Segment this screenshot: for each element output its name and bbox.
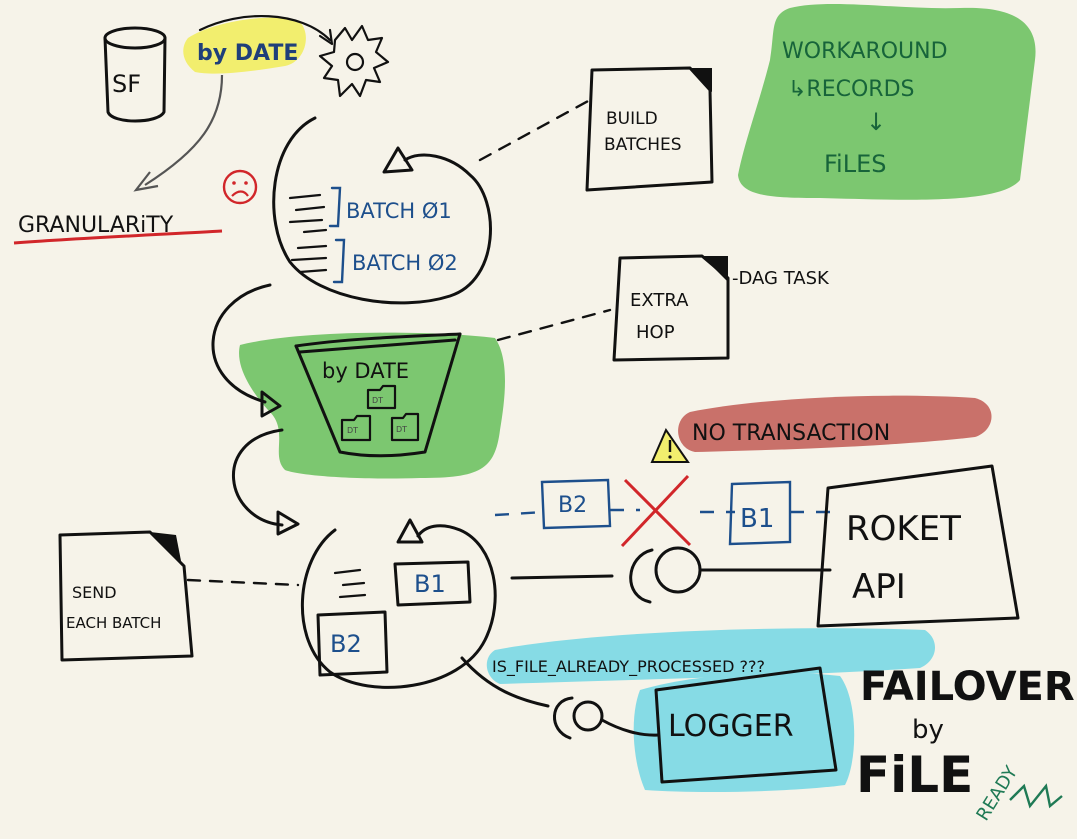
workaround-line-3: ↓ xyxy=(866,108,886,136)
ready-check-icon xyxy=(1009,783,1063,809)
dag-task-label: -DAG TASK xyxy=(732,268,830,289)
dash-send-to-loop xyxy=(186,578,300,587)
dash-queue xyxy=(494,508,835,517)
queue-b1-label: B1 xyxy=(740,504,774,534)
dash-to-extra-hop xyxy=(496,308,612,342)
sad-face-icon xyxy=(222,169,258,205)
connector-to-api xyxy=(510,574,614,580)
no-transaction-label: NO TRANSACTION xyxy=(692,421,890,446)
warning-icon xyxy=(650,427,690,463)
batch-loop xyxy=(272,116,492,305)
logger-box xyxy=(654,666,838,784)
batch-item-2: BATCH Ø2 xyxy=(352,251,458,275)
failed-cross-icon xyxy=(620,474,692,548)
folder-icon-1: DT xyxy=(366,384,397,410)
failover-line-2: by xyxy=(912,715,944,745)
arrow-to-granularity xyxy=(144,74,224,186)
arrow-to-send-loop xyxy=(231,428,284,527)
connector-to-logger xyxy=(460,656,550,708)
send-loop xyxy=(301,524,497,689)
send-batch-doc xyxy=(58,530,194,662)
granularity-underline xyxy=(13,229,223,245)
build-batches-line-2: BATCHES xyxy=(604,135,682,155)
active-b2-label: B2 xyxy=(330,630,362,658)
ready-label: READY xyxy=(972,762,1022,825)
roket-api-line-1: ROKET xyxy=(846,509,961,549)
is-file-processed-label: IS_FILE_ALREADY_PROCESSED ??? xyxy=(492,657,765,677)
workaround-line-1: WORKAROUND xyxy=(782,39,948,64)
extra-hop-doc xyxy=(612,254,730,362)
queue-b1-box xyxy=(728,480,792,546)
logger-socket-icon xyxy=(572,700,604,732)
extra-hop-line-2: HOP xyxy=(636,322,675,343)
roket-api-box xyxy=(816,464,1020,628)
roket-api-line-2: API xyxy=(852,567,906,607)
failover-line-3: FiLE xyxy=(856,746,973,804)
by-date-highlight xyxy=(183,17,306,74)
bucket-label: by DATE xyxy=(322,359,409,383)
workaround-line-4: FiLES xyxy=(824,150,887,178)
active-b1-box xyxy=(393,560,472,607)
database-icon xyxy=(103,26,167,123)
active-b1-label: B1 xyxy=(414,570,446,598)
build-batches-line-1: BUILD xyxy=(606,109,658,129)
logger-label: LOGGER xyxy=(668,709,794,744)
arrow-to-bucket xyxy=(211,283,272,404)
gear-icon xyxy=(318,24,390,98)
send-batch-line-1: SEND xyxy=(72,583,117,602)
source-db-label: SF xyxy=(112,70,141,98)
workaround-blob xyxy=(738,3,1036,200)
arrow-to-gear xyxy=(198,14,332,42)
folder-icon-3: DT xyxy=(390,412,420,442)
build-batches-doc xyxy=(585,66,714,192)
send-batch-line-2: EACH BATCH xyxy=(66,614,161,632)
svg-text:DT: DT xyxy=(372,396,383,405)
queue-b2-box xyxy=(540,478,612,530)
logger-highlight xyxy=(633,672,855,793)
batch-item-1: BATCH Ø1 xyxy=(346,199,452,223)
active-b2-box xyxy=(316,610,389,677)
api-socket-icon xyxy=(654,546,702,594)
queue-b2-label: B2 xyxy=(558,493,587,518)
bucket-icon xyxy=(294,332,462,458)
svg-text:DT: DT xyxy=(396,425,407,434)
dash-to-build-batches xyxy=(478,98,592,162)
by-date-label: by DATE xyxy=(197,41,298,66)
folder-icon-2: DT xyxy=(340,414,372,442)
is-file-highlight xyxy=(486,628,936,684)
extra-hop-line-1: EXTRA xyxy=(630,290,689,311)
batch-list-icon xyxy=(288,193,328,274)
workaround-line-2: ↳RECORDS xyxy=(788,77,915,102)
failover-line-1: FAILOVER xyxy=(860,664,1075,710)
no-transaction-highlight xyxy=(678,395,992,452)
svg-text:DT: DT xyxy=(347,426,358,435)
